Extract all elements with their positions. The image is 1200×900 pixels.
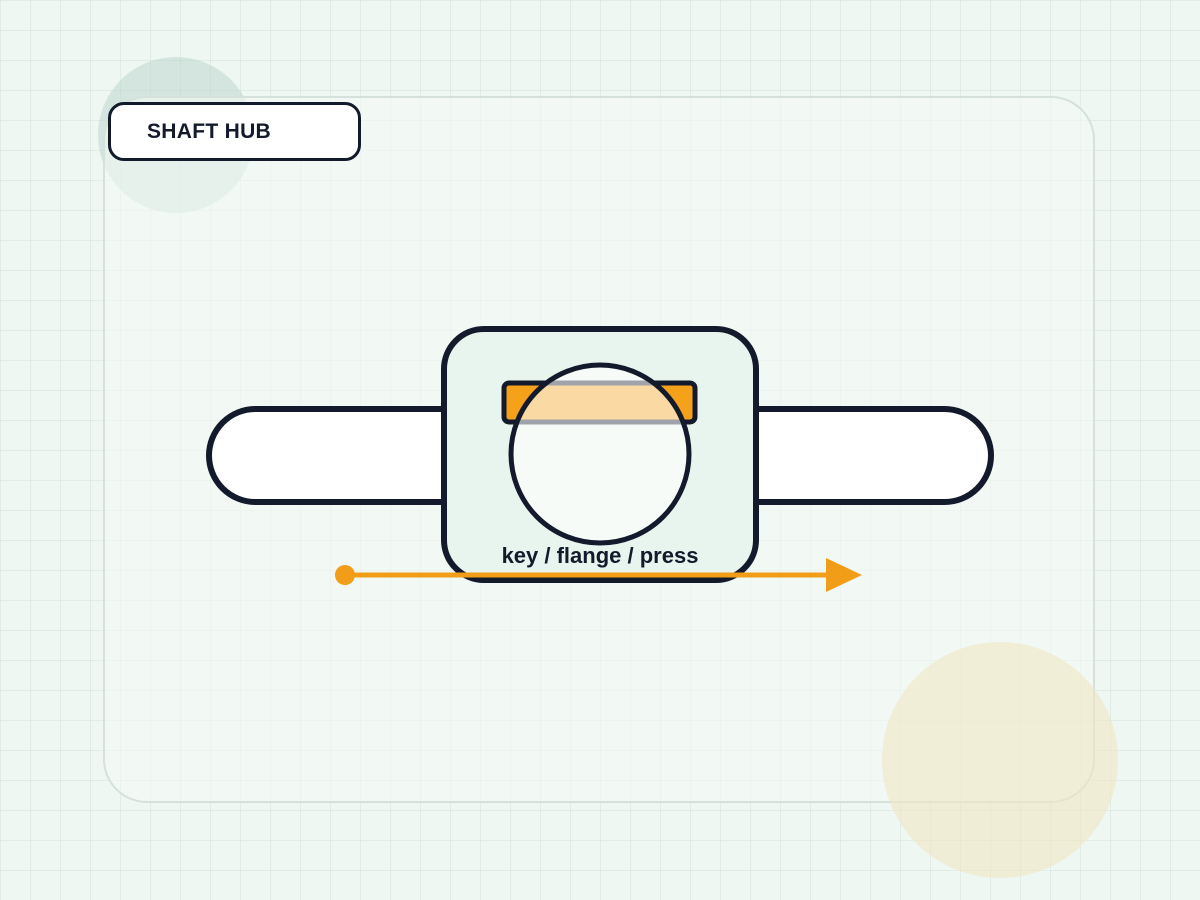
title-badge: SHAFT HUB <box>108 102 361 161</box>
dot-icon <box>335 565 355 585</box>
bore-circle <box>508 362 692 546</box>
arrow-right-icon <box>826 558 862 592</box>
diagram-title: SHAFT HUB <box>147 119 272 143</box>
decorative-circle-sand <box>882 642 1118 878</box>
diagram-caption: key / flange / press <box>502 543 699 568</box>
